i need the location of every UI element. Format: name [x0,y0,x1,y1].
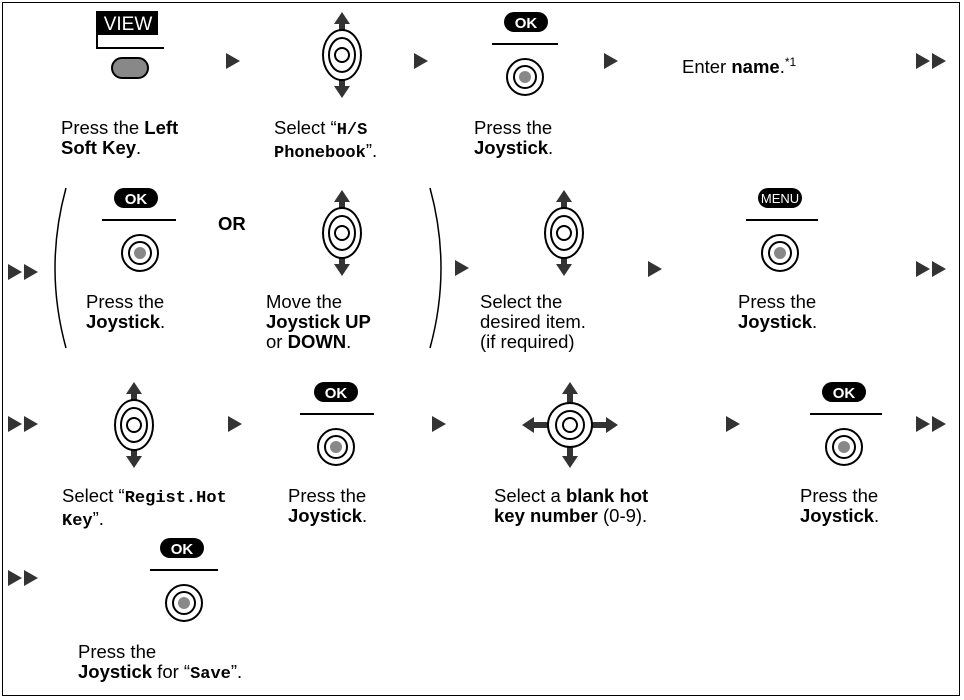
next-arrow [455,260,469,276]
continue-arrow [916,416,950,432]
continue-arrow [916,261,950,277]
menu-key-label: MENU [761,191,799,206]
next-arrow [414,53,428,69]
joystick-up-down-icon [544,190,584,276]
view-key-label: VIEW [104,14,153,35]
next-arrow [228,416,242,432]
left-bracket [54,187,67,349]
joystick-ok-icon: OK [150,538,218,622]
next-arrow [604,53,618,69]
continue-arrow [8,264,42,280]
step-select-item: Select the desired item. (if required) [480,291,586,352]
step-press-joystick-5: Press the Joystick. [800,485,880,526]
continue-arrow [8,570,42,586]
continue-arrow [916,53,950,69]
step-select-blank-hot-key: Select a blank hot key number (0-9). [494,485,649,526]
joystick-ok-icon: OK [810,382,882,466]
next-arrow [726,416,740,432]
next-arrow [226,53,240,69]
joystick-menu-icon: MENU [746,188,818,272]
or-label: OR [218,213,246,234]
svg-text:OK: OK [325,385,348,402]
right-bracket [429,187,442,349]
step-press-joystick-1: Press the Joystick. [474,117,554,158]
joystick-up-down-icon [322,12,362,98]
next-arrow [432,416,446,432]
joystick-ok-icon: OK [492,12,558,96]
svg-text:OK: OK [833,385,856,402]
next-arrow [648,261,662,277]
step-left-soft-key: Press the Left Soft Key. [61,117,179,158]
step-move-joystick: Move the Joystick UP or DOWN. [266,291,371,352]
step-press-joystick-3: Press the Joystick. [738,291,818,332]
step-select-phonebook: Select “H/S Phonebook”. [274,117,378,164]
joystick-ok-icon: OK [300,382,374,466]
left-soft-key-icon: VIEW [96,11,164,79]
joystick-up-down-icon [322,190,362,276]
continue-arrow [8,416,42,432]
step-press-joystick-4: Press the Joystick. [288,485,368,526]
step-select-regist-hot-key: Select “Regist.Hot Key”. [62,485,227,532]
svg-text:OK: OK [171,541,194,558]
ok-key-label: OK [515,15,538,32]
joystick-four-way-icon [522,382,618,468]
svg-text:OK: OK [125,191,148,208]
step-press-joystick-2: Press the Joystick. [86,291,166,332]
step-press-joystick-save: Press the Joystick for “Save”. [78,641,243,685]
joystick-ok-icon: OK [102,188,176,272]
joystick-up-down-icon [114,382,154,468]
enter-name-label: Enter name.*1 [682,55,797,78]
